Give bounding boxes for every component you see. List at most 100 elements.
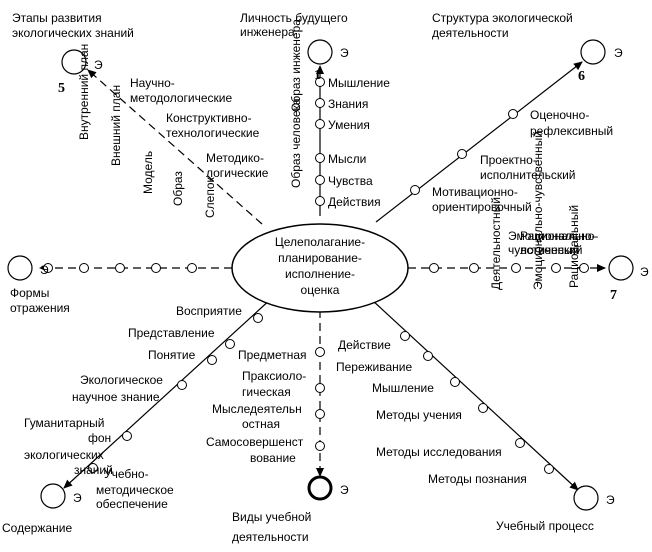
node [544,464,554,474]
branch-item: Гуманитарный [24,416,104,430]
branch-item: Умения [328,118,370,132]
node [315,119,325,129]
branch-line-lower-left [63,297,273,489]
terminal-6-number: 6 [578,69,585,84]
branch-item: логический [520,243,582,257]
branch-vertical-label: Образ человека [289,98,303,188]
terminal-6-title: деятельности [432,26,509,40]
branch-item: Знания [328,97,368,111]
branch-item: чувственный [508,243,579,257]
branch-vertical-label: Модель [141,151,155,194]
terminal-8-title: отражения [10,301,70,315]
terminal-5-title: экологических знаний [12,26,134,40]
branch-item: Рационально- [520,229,598,243]
branch-item: фон [88,431,111,445]
terminal-8-title: Формы [10,286,49,300]
branch-vertical-label: Внешний план [109,85,123,166]
branch-vertical-label: Образ [171,171,185,206]
terminal-5-mark: Э [94,58,103,72]
branch-item: Предметная [238,348,307,362]
branch-right-labels: Деятельностный Эмоционально-чувственный … [489,131,598,290]
node [177,380,187,390]
center-line: оценка [301,283,340,297]
branch-item: обеспечение [96,497,168,511]
node [515,438,525,448]
node [315,409,325,419]
branch-item: исполнительский [480,168,576,182]
terminal-8-circle [7,255,33,281]
node [423,351,433,361]
node [511,263,521,273]
node [88,463,98,473]
node [551,263,561,273]
terminal-5-title: Этапы развития [12,11,102,25]
branch-item: Научно- [130,76,175,90]
node [225,339,235,349]
branch-item: методологические [130,91,232,105]
branch-item: Конструктивно- [166,111,252,125]
terminal-7-number: 7 [610,288,617,303]
branch-upper-left-labels: Внутренний план Внешний план Модель Обра… [77,44,269,218]
terminal-1-title: инженера [240,25,295,39]
branch-vertical-label: Слепок [203,176,217,218]
branch-item: остная [242,417,280,431]
branch-item: Методы исследования [376,445,502,459]
terminal-titles: Личность будущего инженера Структура эко… [2,11,594,544]
terminal-5-number: 5 [58,81,65,96]
node [579,263,589,273]
branch-nodes [43,77,589,474]
terminal-2-circle [40,483,66,509]
branch-vertical-label: Рациональный [567,205,581,288]
node [115,263,125,273]
branch-item: Методико- [206,151,264,165]
branch-item: Действия [328,195,381,209]
terminal-6-circle [580,39,606,65]
node [457,149,467,159]
terminal-4-circle [573,485,599,511]
branch-item: рефлексивный [530,124,613,138]
node [315,441,325,451]
branch-item: Методы учения [376,408,462,422]
branch-line-upper-right [375,61,583,223]
node [469,263,479,273]
terminal-1-title: Личность будущего [240,11,348,25]
terminal-3-circle [307,475,333,501]
center-line: Целеполагание- [275,235,365,249]
branch-item: Мышление [328,76,390,90]
node [315,383,325,393]
node [43,263,53,273]
node [151,263,161,273]
branch-item: ориентировочный [432,200,532,214]
terminal-8-mark: Э [40,263,49,277]
node [315,175,325,185]
branch-item: Чувства [328,174,373,188]
branch-item: Восприятие [176,304,242,318]
node [429,263,439,273]
node [478,403,488,413]
node [508,109,518,119]
terminal-4-mark: Э [606,493,615,507]
node [450,377,460,387]
node [315,347,325,357]
terminal-3-title: Виды учебной [232,510,311,524]
terminal-5-circle [61,49,87,75]
terminal-6-title: Структура экологической [432,11,573,25]
branch-item: Мысли [328,152,366,166]
terminal-3-title: деятельности [232,530,309,544]
node [315,196,325,206]
terminal-3-mark: Э [340,483,349,497]
terminals: Э 1 Э 6 Э 5 Э Э 7 Э Э Э [7,39,649,511]
branch-item: Действие [338,338,391,352]
branch-item: Мыследеятельн [212,402,302,416]
terminal-1-circle [307,39,333,65]
branch-lower-left-labels: Восприятие Представление Понятие Экологи… [24,304,242,511]
node [79,263,89,273]
node [400,331,410,341]
branch-item: Учебно- [104,467,149,481]
branch-item: Понятие [148,348,196,362]
branch-item: Представление [128,326,215,340]
branch-item: Методы познания [428,472,527,486]
branch-lower-right-labels: Действие Переживание Мышление Методы уче… [336,338,527,486]
branch-item: научное знание [72,390,160,404]
